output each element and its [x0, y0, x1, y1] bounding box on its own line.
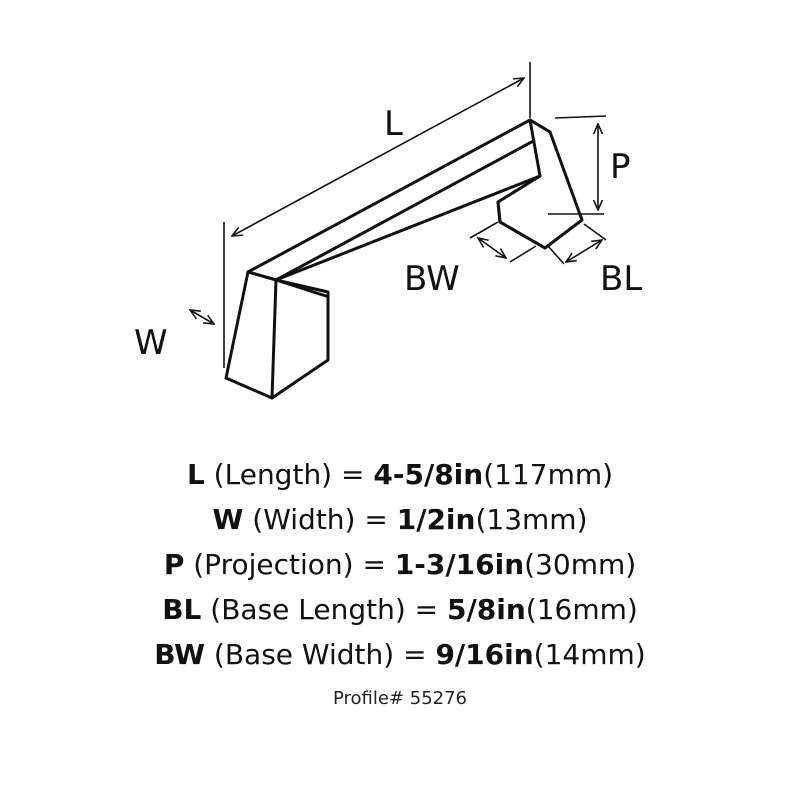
label-P: P	[610, 147, 631, 187]
label-BL: BL	[600, 259, 642, 299]
label-W: W	[134, 323, 168, 363]
spec-metric: (117mm)	[483, 458, 614, 491]
spec-base-width: BW (Base Width) = 9/16in(14mm)	[0, 632, 800, 677]
spec-code: W	[212, 503, 244, 536]
spec-name: (Length) =	[204, 458, 374, 491]
spec-imperial: 4-5/8in	[373, 458, 484, 491]
spec-imperial: 5/8in	[447, 593, 526, 626]
spec-code: BW	[154, 638, 205, 671]
spec-projection: P (Projection) = 1-3/16in(30mm)	[0, 542, 800, 587]
spec-metric: (14mm)	[533, 638, 646, 671]
spec-imperial: 1/2in	[396, 503, 476, 536]
width-dimension-arrow	[190, 310, 214, 324]
spec-imperial: 1-3/16in	[394, 548, 525, 581]
spec-name: (Base Length) =	[201, 593, 448, 626]
spec-metric: (16mm)	[525, 593, 638, 626]
spec-name: (Projection) =	[184, 548, 395, 581]
spec-base-length: BL (Base Length) = 5/8in(16mm)	[0, 587, 800, 632]
spec-length: L (Length) = 4-5/8in(117mm)	[0, 452, 800, 497]
base-length-dimension-arrow	[566, 240, 602, 262]
spec-name: (Width) =	[243, 503, 397, 536]
label-BW: BW	[404, 259, 460, 299]
spec-imperial: 9/16in	[435, 638, 534, 671]
base-width-dimension-arrow	[478, 238, 506, 258]
spec-width: W (Width) = 1/2in(13mm)	[0, 497, 800, 542]
label-L: L	[384, 104, 403, 144]
profile-number: Profile# 55276	[332, 688, 468, 709]
handle-dimension-drawing: L P W BW BL	[134, 62, 642, 400]
length-dimension-arrow	[232, 78, 524, 236]
spec-code: BL	[162, 593, 202, 626]
spec-metric: (30mm)	[524, 548, 637, 581]
specification-list: L (Length) = 4-5/8in(117mm) W (Width) = …	[0, 452, 800, 677]
spec-name: (Base Width) =	[205, 638, 436, 671]
spec-code: L	[186, 458, 205, 491]
spec-metric: (13mm)	[475, 503, 588, 536]
spec-code: P	[163, 548, 185, 581]
